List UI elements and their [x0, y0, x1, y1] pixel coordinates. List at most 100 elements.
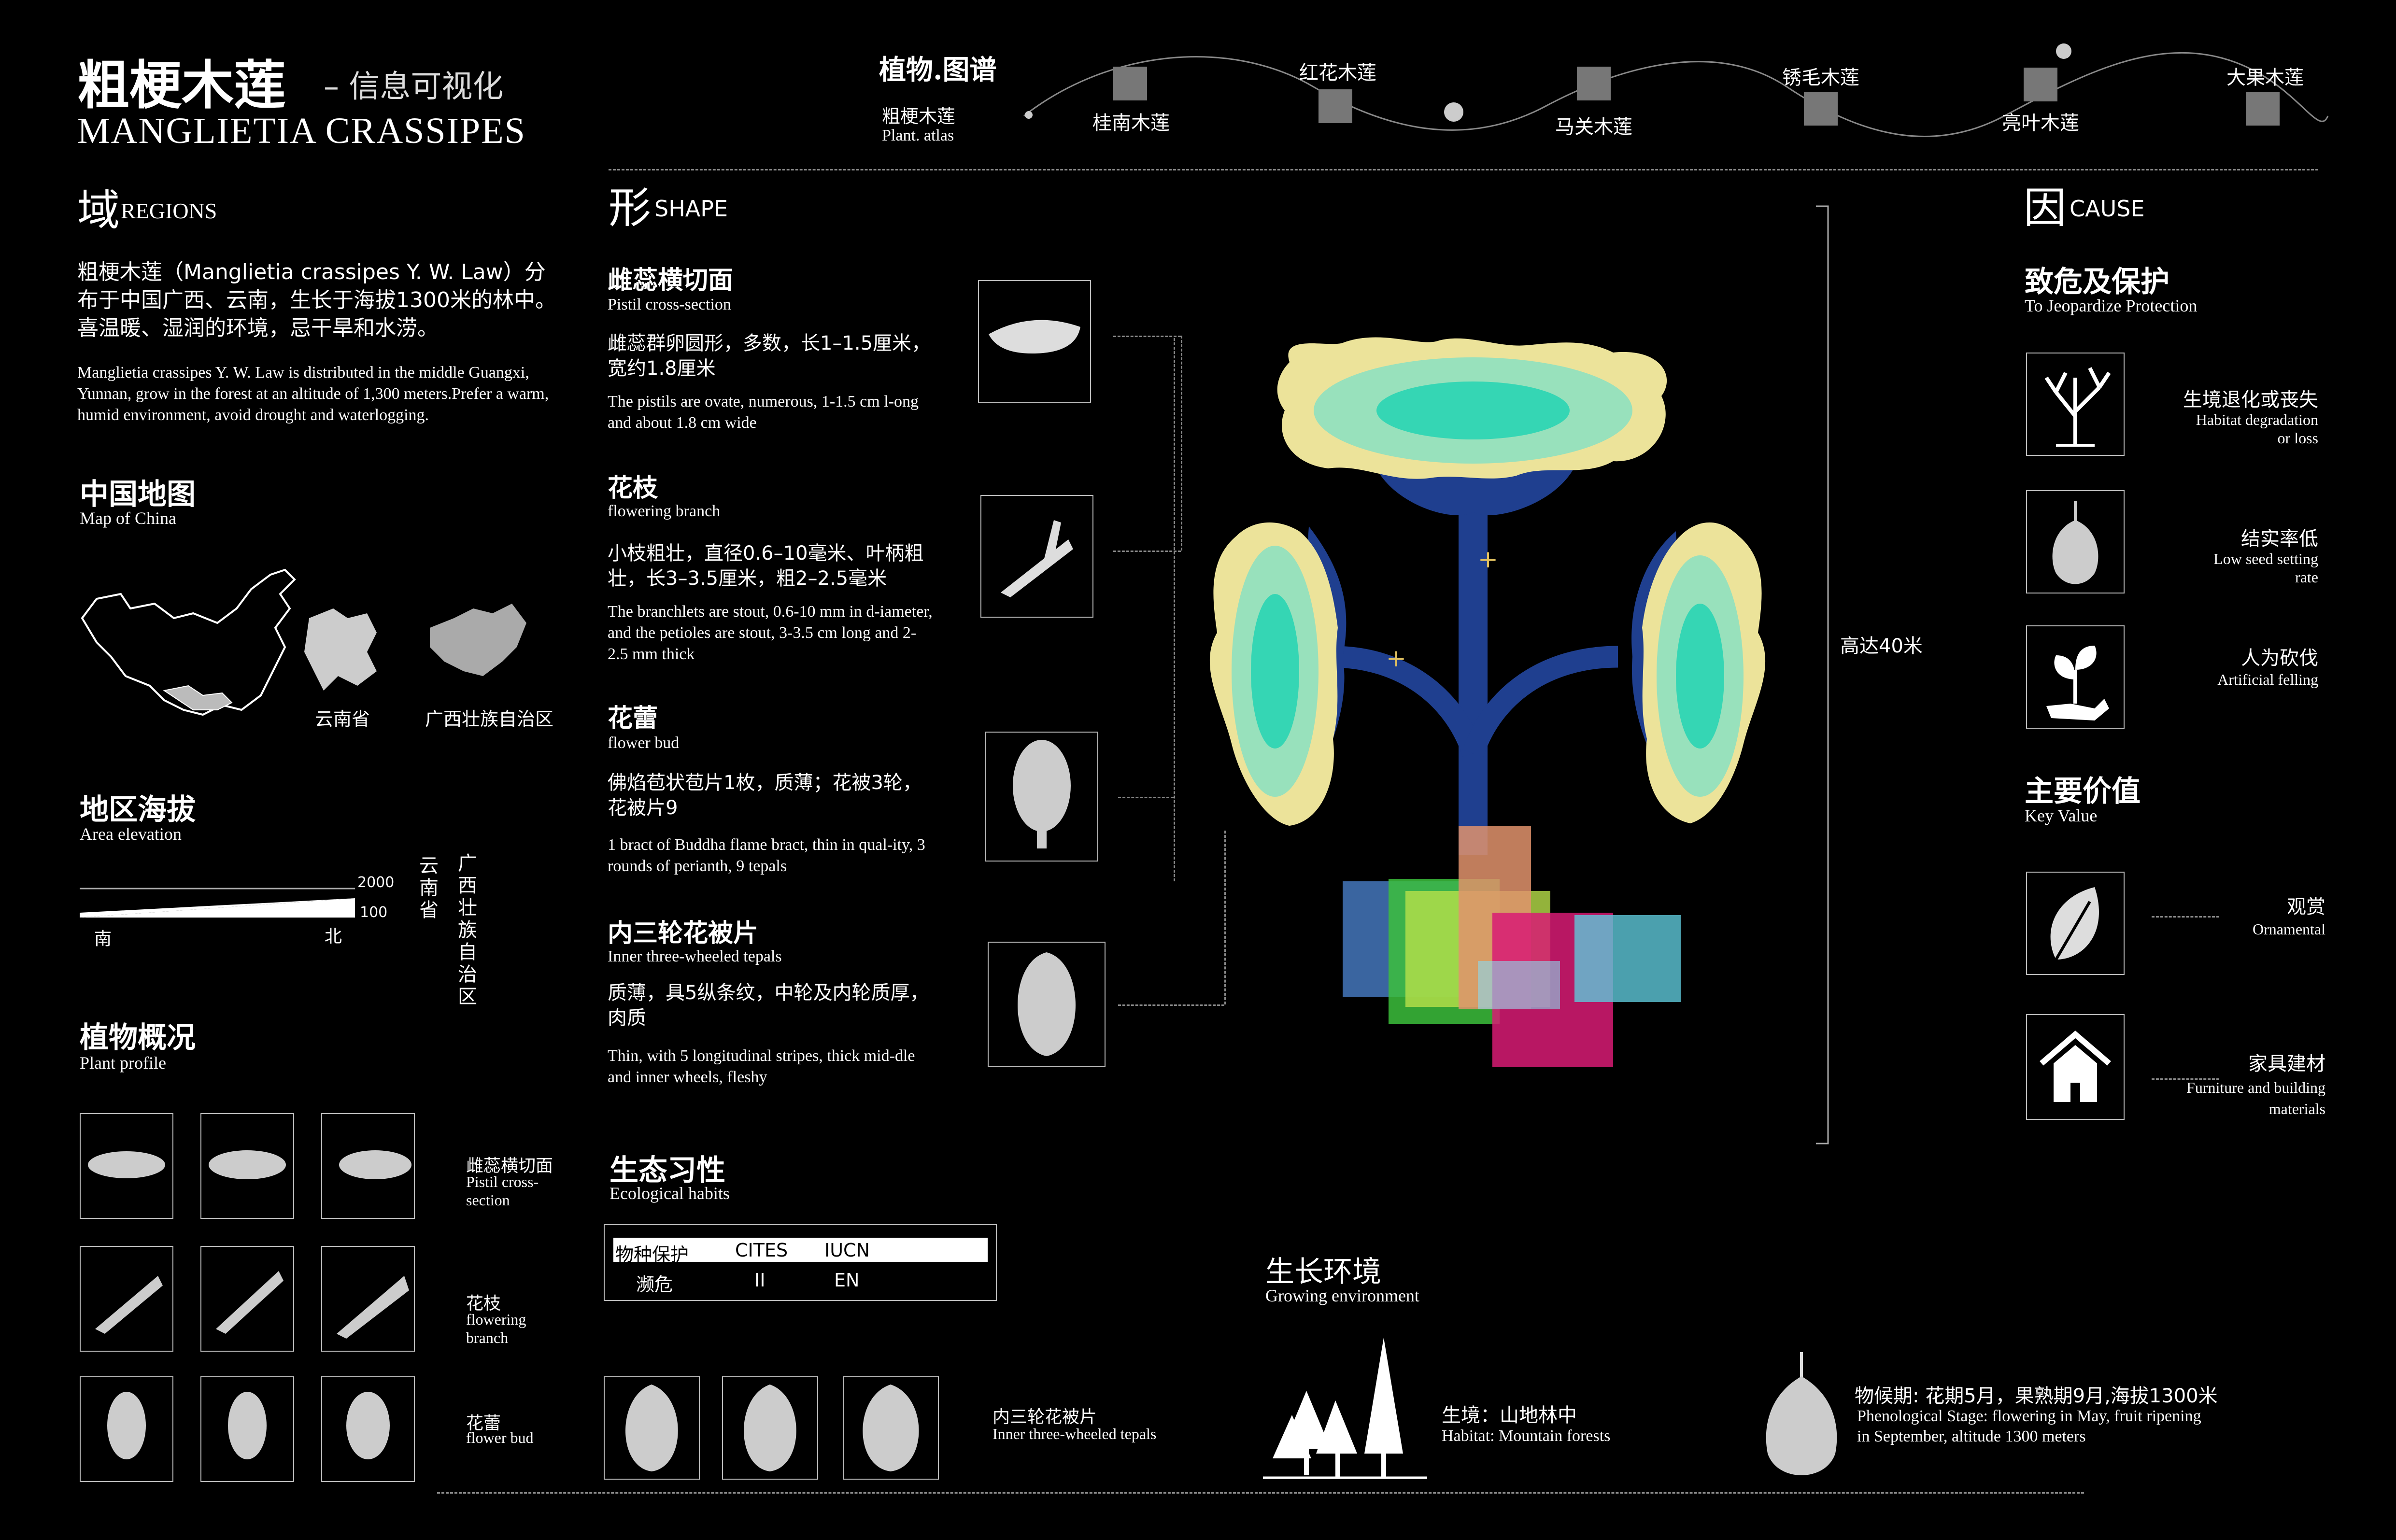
- eco-table: 物种保护 CITES IUCN 濒危 II EN: [604, 1224, 997, 1301]
- seed-icon: [2026, 490, 2125, 593]
- profile-pistil-1[interactable]: [80, 1113, 173, 1219]
- eco-header-3: IUCN: [824, 1240, 870, 1261]
- profile-bud-2[interactable]: [200, 1376, 294, 1482]
- shape-thumb-pistil[interactable]: [978, 280, 1091, 403]
- regions-heading-en: REGIONS: [121, 198, 217, 223]
- value-2-connector: [2152, 1078, 2219, 1080]
- threat-2-en: Low seed setting rate: [2213, 550, 2318, 586]
- profile-row-1-cn: 雌蕊横切面: [466, 1156, 553, 1176]
- profile-row-1-en: Pistil cross- section: [466, 1173, 539, 1209]
- atlas-species-5[interactable]: 亮叶木莲: [2002, 112, 2079, 134]
- threat-3-en: Artificial felling: [2217, 671, 2318, 688]
- house-icon: [2026, 1014, 2125, 1120]
- sprout-hand-icon: [2026, 625, 2125, 729]
- jeopardy-title: 致危及保护: [2025, 265, 2169, 299]
- thumb-liangye[interactable]: [2024, 68, 2057, 101]
- profile-row-2-en: flowering branch: [466, 1311, 526, 1346]
- profile-bud-1[interactable]: [80, 1376, 173, 1482]
- height-bracket: [1816, 205, 1829, 1144]
- shape-item-2-desc-cn: 小枝粗壮，直径0.6–10毫米、叶柄粗壮，长3–3.5厘米，粗2–2.5毫米: [608, 542, 924, 590]
- eco-value-3: EN: [834, 1270, 860, 1291]
- atlas-current: 粗梗木莲: [882, 106, 956, 127]
- profile-pistil-2[interactable]: [200, 1113, 294, 1219]
- profile-branch-1[interactable]: [80, 1246, 173, 1352]
- shape-item-2-desc-en: The branchlets are stout, 0.6-10 mm in d…: [608, 603, 933, 663]
- leaf-icon: [2026, 872, 2125, 975]
- jeopardy-title-en: To Jeopardize Protection: [2025, 296, 2198, 315]
- thumb-xiumao[interactable]: [1804, 92, 1838, 126]
- elevation-south: 南: [94, 929, 112, 949]
- connector-2: [1113, 551, 1181, 552]
- forest-icon: [1263, 1338, 1427, 1479]
- regions-heading: 域: [77, 185, 120, 235]
- elevation-guangxi: 广西壮族自治区: [458, 852, 477, 1008]
- value-title-en: Key Value: [2025, 806, 2098, 825]
- connector-4v: [1224, 831, 1226, 1004]
- atlas-species-2[interactable]: 红花木莲: [1299, 62, 1376, 84]
- eco-table-header: [613, 1238, 988, 1262]
- tepal-thumb-1[interactable]: [604, 1376, 700, 1480]
- thumb-guinan[interactable]: [1113, 67, 1147, 100]
- shape-item-3-desc-cn: 佛焰苞状苞片1枚，质薄；花被3轮，花被片9: [608, 772, 922, 819]
- shape-thumb-bud[interactable]: [985, 732, 1098, 862]
- province-yunnan: 云南省: [315, 708, 370, 730]
- value-1-connector: [2152, 916, 2219, 918]
- thumb-maguan[interactable]: [1577, 67, 1611, 100]
- regions-intro-cn: 粗梗木莲（Manglietia crassipes Y. W. Law）分布于中…: [77, 260, 556, 340]
- thumb-honghua[interactable]: [1319, 89, 1352, 123]
- svg-text:+: +: [1386, 644, 1406, 672]
- growing-title-en: Growing environment: [1265, 1286, 1419, 1305]
- atlas-species-4[interactable]: 锈毛木莲: [1782, 67, 1859, 89]
- cause-heading-en: CAUSE: [2070, 196, 2145, 222]
- atlas-species-3[interactable]: 马关木莲: [1555, 116, 1632, 138]
- value-2-cn: 家具建材: [2248, 1053, 2325, 1075]
- shape-item-1-en: Pistil cross-section: [608, 296, 731, 313]
- tepal-label-en: Inner three-wheeled tepals: [992, 1425, 1157, 1442]
- shape-item-3-desc-en: 1 bract of Buddha flame bract, thin in q…: [608, 836, 925, 875]
- threat-1-cn: 生境退化或丧失: [2183, 389, 2318, 411]
- profile-row-3-cn: 花蕾: [466, 1413, 501, 1433]
- phenology-en: Phenological Stage: flowering in May, fr…: [1857, 1407, 2201, 1445]
- profile-branch-2[interactable]: [200, 1246, 294, 1352]
- map-title: 中国地图: [80, 478, 196, 511]
- elevation-chart: [80, 888, 355, 918]
- atlas-species-1[interactable]: 桂南木莲: [1092, 112, 1170, 134]
- shape-item-1-desc-en: The pistils are ovate, numerous, 1-1.5 c…: [608, 393, 919, 432]
- header-divider: [609, 169, 2318, 170]
- tepal-thumb-2[interactable]: [722, 1376, 818, 1480]
- habitat-cn: 生境：山地林中: [1442, 1404, 1577, 1427]
- thumb-daguo[interactable]: [2246, 92, 2280, 126]
- shape-heading-en: SHAPE: [654, 196, 728, 222]
- shape-thumb-tepal[interactable]: [988, 942, 1106, 1067]
- threat-2-cn: 结实率低: [2241, 528, 2318, 550]
- regions-intro-en: Manglietia crassipes Y. W. Law is distri…: [77, 364, 549, 424]
- atlas-species-6[interactable]: 大果木莲: [2226, 67, 2304, 89]
- growing-title: 生长环境: [1265, 1255, 1381, 1289]
- shape-thumb-branch[interactable]: [980, 495, 1093, 618]
- magnolia-illustration: + +: [1209, 337, 1766, 1067]
- page-title: 粗梗木莲: [77, 55, 286, 116]
- threat-1-en: Habitat degradation or loss: [2196, 411, 2318, 447]
- value-title: 主要价值: [2025, 775, 2141, 808]
- shape-item-3-en: flower bud: [608, 734, 680, 752]
- eco-value-1: 濒危: [636, 1274, 673, 1295]
- profile-pistil-3[interactable]: [321, 1113, 415, 1219]
- eco-value-2: II: [754, 1270, 766, 1291]
- value-2-en: Furniture and building materials: [2186, 1079, 2325, 1117]
- tepal-label-cn: 内三轮花被片: [992, 1407, 1097, 1427]
- eco-header-2: CITES: [735, 1240, 788, 1261]
- profile-branch-3[interactable]: [321, 1246, 415, 1352]
- value-1-en: Ornamental: [2252, 920, 2325, 938]
- profile-bud-3[interactable]: [321, 1376, 415, 1482]
- page-title-en: MANGLIETIA CRASSIPES: [77, 111, 526, 151]
- atlas-title: 植物.图谱: [879, 54, 997, 86]
- connector-1v: [1181, 336, 1182, 551]
- habitat-en: Habitat: Mountain forests: [1442, 1427, 1611, 1445]
- tepal-thumb-3[interactable]: [843, 1376, 939, 1480]
- shape-item-2-en: flowering branch: [608, 502, 721, 520]
- height-label: 高达40米: [1840, 635, 1923, 657]
- shape-item-4-en: Inner three-wheeled tepals: [608, 947, 782, 965]
- value-1-cn: 观赏: [2287, 896, 2325, 918]
- shape-item-1-title: 雌蕊横切面: [608, 266, 734, 295]
- profile-row-3-en: flower bud: [466, 1429, 534, 1446]
